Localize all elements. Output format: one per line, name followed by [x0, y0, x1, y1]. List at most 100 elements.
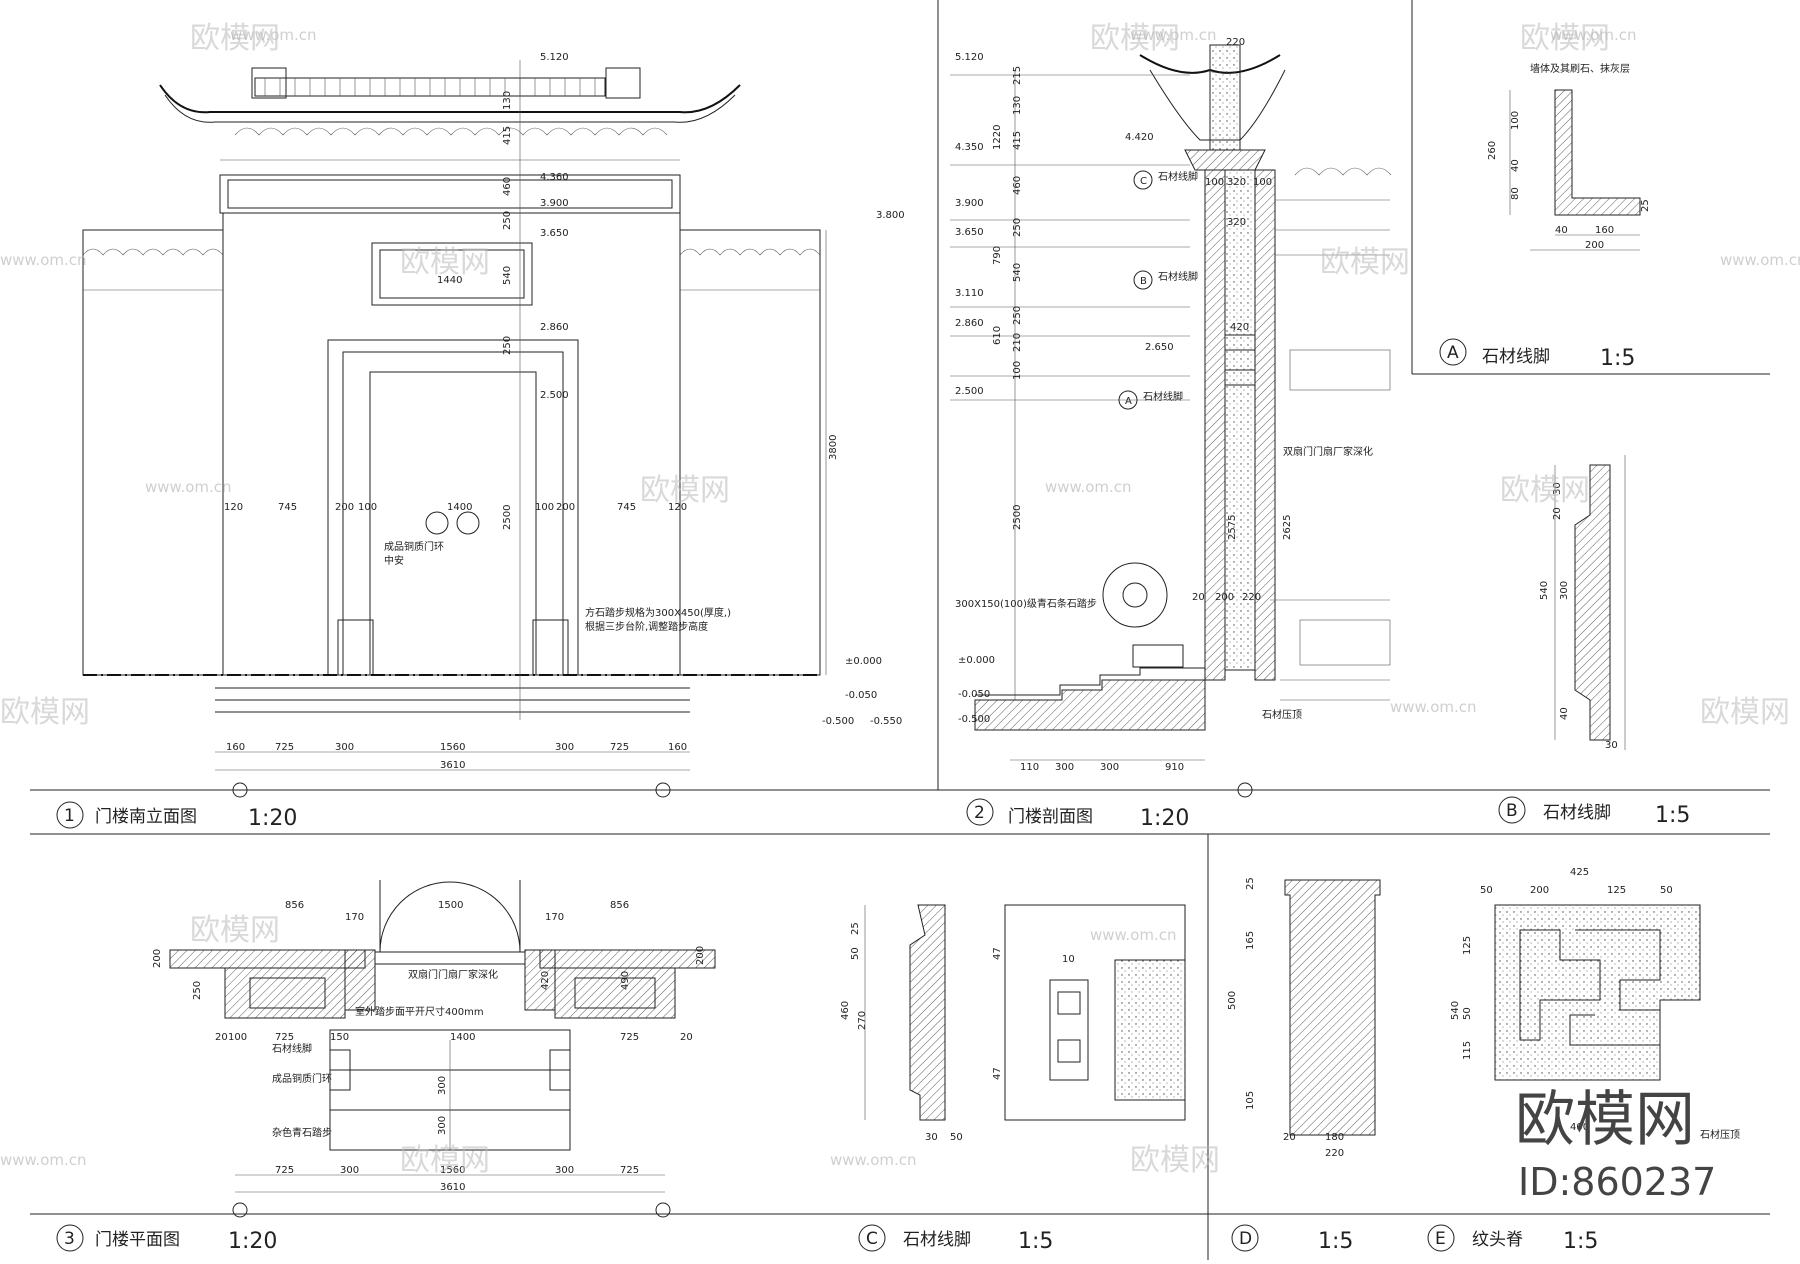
- note: 石材压顶: [1262, 708, 1302, 721]
- dim: 30: [925, 1132, 938, 1143]
- dim: 250: [502, 211, 513, 230]
- dim: 250: [1012, 306, 1023, 325]
- dim: 110: [1020, 762, 1039, 773]
- watermark: 欧模网: [190, 913, 280, 948]
- dim: 1440: [437, 275, 462, 286]
- dim: 2500: [1012, 505, 1023, 530]
- dim: 30: [1552, 482, 1563, 495]
- title-num: 1: [64, 806, 75, 826]
- brand-id: ID:860237: [1518, 1160, 1716, 1204]
- dim: 300: [1559, 581, 1570, 600]
- dim: 40: [1559, 707, 1570, 720]
- dim: 300: [1055, 762, 1074, 773]
- dim: 220: [1242, 592, 1261, 603]
- detail-c-labels: 25 50 460 270 30 50 10 47 47: [840, 922, 1075, 1143]
- dim: 250: [1012, 218, 1023, 237]
- title-text: 纹头脊: [1472, 1230, 1523, 1250]
- level: 2.860: [955, 318, 984, 329]
- dim: 100: [1012, 361, 1023, 380]
- level: 3.110: [955, 288, 984, 299]
- level: 5.120: [955, 52, 984, 63]
- section-labels: 5.120 4.350 3.900 3.650 3.110 2.860 2.50…: [955, 37, 1373, 773]
- level-3800: 3.800: [876, 210, 905, 221]
- dim: 170: [345, 912, 364, 923]
- title-pA: A 石材线脚 1:5: [1439, 338, 1635, 371]
- dim: 160: [668, 742, 687, 753]
- dim: 100: [535, 502, 554, 513]
- elevation-labels: 5.120 4.360 3.900 3.650 3.800 2.860 2.50…: [224, 52, 905, 771]
- dim: 220: [1325, 1148, 1344, 1159]
- dim: 300: [555, 1165, 574, 1176]
- dim: 25: [850, 922, 861, 935]
- dim: 215: [1012, 66, 1023, 85]
- dim: 540: [502, 266, 513, 285]
- dim-total: 3610: [440, 760, 465, 771]
- note: 石材压顶: [1700, 1128, 1740, 1141]
- title-text: 石材线脚: [1482, 347, 1550, 367]
- dim: 540: [1539, 581, 1550, 600]
- tag-a-icon: [1118, 390, 1138, 410]
- dim-total: 3610: [440, 1182, 465, 1193]
- title-text: 石材线脚: [1543, 803, 1611, 823]
- watermark: 欧模网: [1500, 473, 1590, 508]
- dim: 260: [1487, 141, 1498, 160]
- detail-e-drawing: 425 50 200 125 50 540 125 50 115 400 石材压…: [1450, 867, 1740, 1141]
- note: 中安: [384, 554, 404, 567]
- level-m550: -0.550: [870, 716, 902, 727]
- level-m500: -0.500: [822, 716, 854, 727]
- dim: 300: [335, 742, 354, 753]
- dim: 50: [1462, 1007, 1473, 1020]
- title-scale: 1:20: [248, 806, 297, 831]
- level-2860: 2.860: [540, 322, 569, 333]
- watermark: 欧模网: [1520, 21, 1610, 56]
- note: 墙体及其刷石、抹灰层: [1530, 62, 1630, 75]
- dim: 160: [226, 742, 245, 753]
- dim: 200: [152, 949, 163, 968]
- dim: 220: [1226, 37, 1245, 48]
- dim: 460: [502, 177, 513, 196]
- level: 2.500: [955, 386, 984, 397]
- note: 杂色青石踏步: [272, 1126, 332, 1139]
- note: 石材线脚: [1158, 170, 1198, 183]
- dim: 415: [1012, 131, 1023, 150]
- dim: 420: [1230, 322, 1249, 333]
- elevation-drawing: [82, 60, 827, 798]
- sheet-frame: [30, 0, 1770, 1260]
- dim: 460: [1012, 176, 1023, 195]
- level: 2.650: [1145, 342, 1174, 353]
- level: -0.500: [958, 714, 990, 725]
- dim: 40: [1555, 225, 1568, 236]
- level-4360: 4.360: [540, 172, 569, 183]
- dim: 300: [340, 1165, 359, 1176]
- detail-d-drawing: 25 165 500 105 20 180 220: [1227, 877, 1381, 1159]
- dim: 170: [545, 912, 564, 923]
- dim: 2575: [1227, 515, 1238, 540]
- watermark-url: www.om.cn: [1720, 251, 1800, 269]
- dim: 20: [1283, 1132, 1296, 1143]
- dim: 105: [1245, 1091, 1256, 1110]
- dim: 80: [1510, 187, 1521, 200]
- dim: 540: [1012, 263, 1023, 282]
- dim: 1500: [438, 900, 463, 911]
- level: 4.420: [1125, 132, 1154, 143]
- note: 石材线脚: [1143, 390, 1183, 403]
- title-scale: 1:5: [1318, 1229, 1353, 1254]
- detail-b-drawing: 30 20 540 300 40 30: [1539, 455, 1626, 751]
- dim: 200: [1215, 592, 1234, 603]
- dim: 200: [335, 502, 354, 513]
- dim: 3800: [828, 435, 839, 460]
- dim: 40: [1510, 159, 1521, 172]
- title-num: E: [1435, 1229, 1446, 1249]
- brand-logo: 欧模网 ID:860237: [1515, 1085, 1716, 1204]
- note: 双扇门门扇厂家深化: [1283, 445, 1373, 458]
- title-p1: 1 门楼南立面图 1:20: [56, 801, 297, 831]
- detail-e-labels: 425 50 200 125 50 540 125 50 115 400 石材压…: [1450, 867, 1740, 1141]
- tag-b-icon: [1133, 270, 1153, 290]
- dim: 540: [1450, 1001, 1461, 1020]
- note: 300X150(100)级青石条石踏步: [955, 597, 1097, 610]
- dim: 1560: [440, 742, 465, 753]
- watermark-url: www.om.cn: [1045, 478, 1132, 496]
- tag-c-icon: [1133, 170, 1153, 190]
- watermark: 欧模网: [0, 695, 90, 730]
